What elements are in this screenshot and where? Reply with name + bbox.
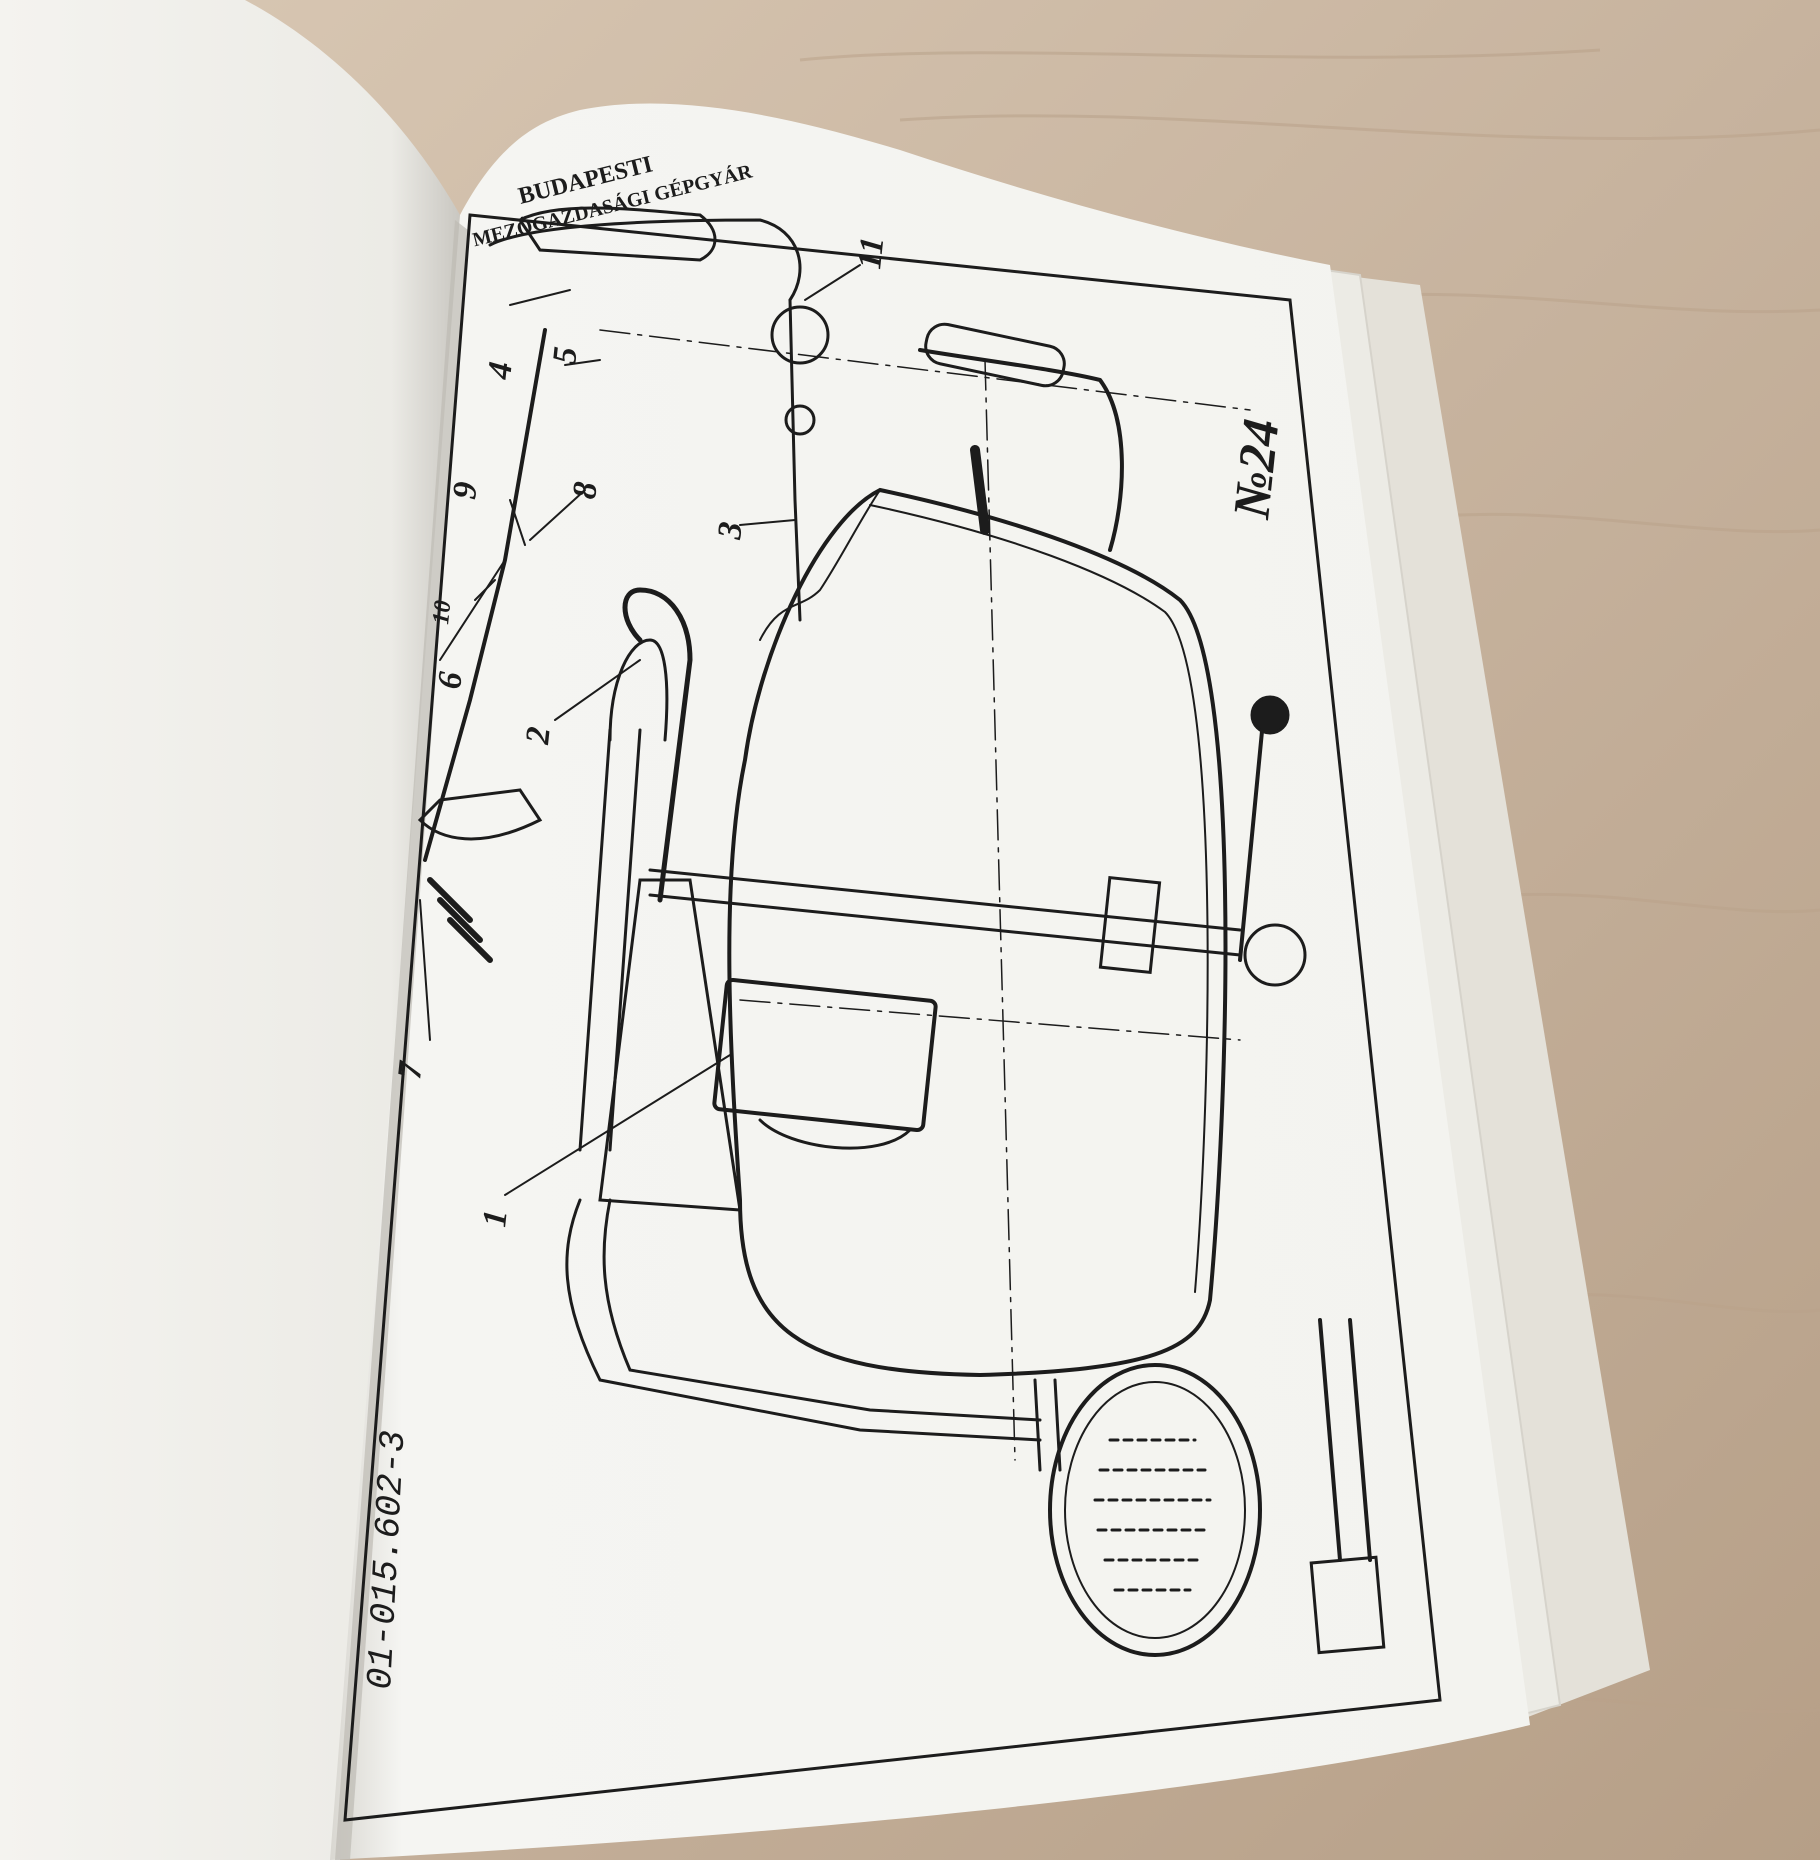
lever-knob: [1250, 695, 1290, 735]
sheet-number: №24: [1223, 416, 1290, 522]
suction-strainer: [1309, 1555, 1386, 1655]
part-label-9: 9: [446, 480, 485, 501]
foot-ribs: [427, 877, 493, 963]
drawing-frame: [343, 213, 1442, 1822]
part-label-6: 6: [431, 670, 470, 691]
tank-handle: [918, 348, 1124, 552]
part-label-5: 5: [546, 345, 585, 366]
filter-disc-inner: [1064, 1381, 1246, 1639]
handle-grip: [924, 322, 1066, 388]
technical-drawing: [417, 206, 1386, 1657]
pump-nozzle: [608, 638, 669, 742]
outlet-pipe: [565, 1198, 1042, 1442]
spray-lance: [423, 328, 547, 862]
pressure-gauge: [770, 305, 830, 365]
pressure-line: [788, 298, 802, 622]
outlet-pipe-b: [602, 1198, 1042, 1422]
foot-bracket: [417, 788, 543, 841]
left-page: [0, 0, 460, 1860]
tank-body: [727, 487, 1228, 1378]
suction-hose: [1318, 1318, 1372, 1562]
pump-tube: [578, 728, 642, 1152]
part-label-1: 1: [476, 1208, 515, 1229]
part-label-7: 7: [391, 1058, 430, 1081]
right-page: [330, 103, 1530, 1860]
spine-shadow: [335, 220, 468, 1860]
filter-disc: [1048, 1363, 1262, 1657]
handle-left-post: [970, 445, 990, 535]
leader-lines: [419, 264, 861, 1196]
spray-gun: [517, 206, 717, 262]
center-rod-b: [648, 893, 1242, 957]
center-rod: [648, 868, 1242, 932]
motor-cap: [758, 1118, 912, 1150]
tank-inner-wall: [869, 504, 1209, 1293]
lever-rod: [1238, 698, 1267, 962]
valve: [784, 404, 816, 436]
part-label-10: 10: [428, 599, 456, 626]
lever-pivot: [1243, 923, 1307, 987]
part-label-3: 3: [711, 520, 750, 542]
part-label-2: 2: [519, 725, 558, 747]
part-label-8: 8: [566, 480, 605, 501]
cutaway-edge: [759, 489, 881, 641]
motor-housing: [712, 977, 938, 1133]
center-lines: [599, 329, 1251, 1461]
part-labels: 1 2 3 4 5 6 7 8 9 10 11: [391, 235, 891, 1229]
filter-holes: [1093, 1438, 1212, 1592]
rod-fitting: [1098, 875, 1162, 975]
hose-loop: [622, 587, 693, 903]
part-label-4: 4: [481, 360, 520, 382]
drain-stem: [1033, 1378, 1062, 1472]
part-label-11: 11: [851, 235, 891, 271]
